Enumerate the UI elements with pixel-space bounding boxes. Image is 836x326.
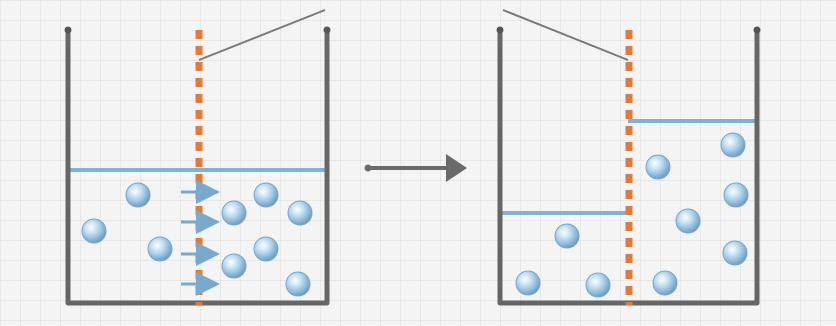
solute-particle-icon: [126, 183, 150, 207]
process-arrow-tail: [365, 165, 372, 172]
solute-particle-icon: [586, 273, 610, 297]
solute-particle-icon: [286, 272, 310, 296]
process-arrow-head: [446, 154, 467, 182]
solute-particle-icon: [222, 254, 246, 278]
solute-particle-icon: [723, 241, 747, 265]
process-arrow: [365, 154, 468, 182]
solute-particle-icon: [82, 219, 106, 243]
after-beaker-group: [497, 10, 761, 305]
after-pointer-line: [503, 10, 628, 60]
after-beaker-rim-right: [754, 27, 761, 34]
solute-particle-icon: [555, 224, 579, 248]
solute-particle-icon: [676, 209, 700, 233]
solute-particle-icon: [222, 201, 246, 225]
solute-particle-icon: [254, 237, 278, 261]
solute-particle-icon: [724, 183, 748, 207]
solute-particle-icon: [288, 201, 312, 225]
before-beaker-rim-left: [65, 27, 72, 34]
solute-particle-icon: [646, 155, 670, 179]
solute-particle-icon: [148, 237, 172, 261]
solute-particle-icon: [516, 271, 540, 295]
after-beaker-rim-left: [497, 27, 504, 34]
solute-particle-icon: [721, 133, 745, 157]
solute-particle-icon: [653, 271, 677, 295]
before-beaker-rim-right: [324, 27, 331, 34]
solute-particle-icon: [254, 183, 278, 207]
before-pointer-line: [199, 10, 325, 60]
before-beaker-group: [65, 10, 331, 305]
